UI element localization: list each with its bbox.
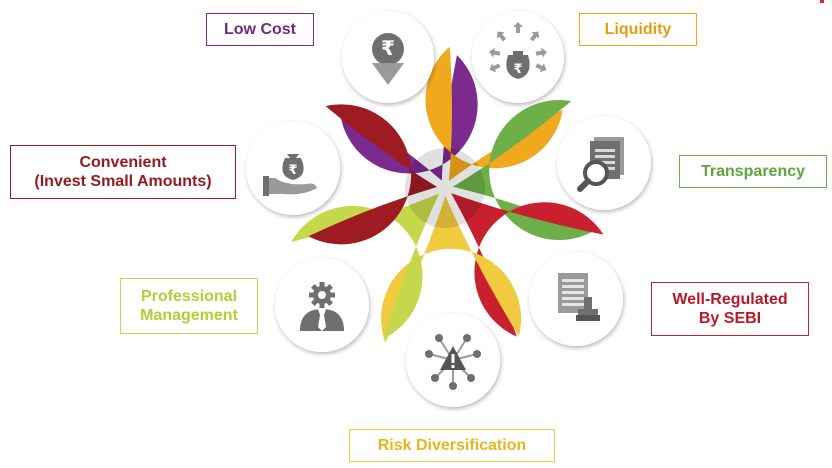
label-liquidity: Liquidity: [579, 13, 697, 46]
document-stamp-icon: [558, 273, 600, 321]
label-professional-management-line2: Management: [140, 307, 238, 324]
label-low-cost-text: Low Cost: [224, 21, 296, 38]
label-transparency-text: Transparency: [700, 163, 806, 180]
money-bag-arrows-icon: ₹: [489, 22, 547, 79]
label-well-regulated-line2: By SEBI: [698, 310, 762, 327]
svg-text:₹: ₹: [381, 36, 395, 60]
label-well-regulated-line1: Well-Regulated: [672, 291, 788, 308]
label-convenient: Convenient (Invest Small Amounts): [10, 145, 236, 199]
petal-convenient: [308, 104, 438, 245]
petal-group: ₹ ₹ ₹: [246, 11, 651, 407]
label-transparency: Transparency: [679, 155, 827, 188]
icon-badge-low-cost: ₹: [342, 11, 434, 103]
petal-liquidity: [425, 46, 563, 182]
icon-badge-professional-management: [275, 258, 369, 352]
document-magnifier-icon: [577, 137, 624, 192]
petal-well-regulated: [451, 193, 604, 337]
icon-badge-well-regulated: [529, 252, 623, 346]
label-risk-diversification: Risk Diversification: [349, 429, 555, 462]
svg-text:₹: ₹: [288, 163, 297, 178]
label-risk-diversification-text: Risk Diversification: [377, 437, 527, 454]
label-professional-management: Professional Management: [120, 278, 258, 334]
svg-text:₹: ₹: [513, 62, 522, 77]
icon-badge-convenient: ₹: [246, 121, 340, 215]
icon-badge-transparency: [557, 116, 651, 210]
label-liquidity-text: Liquidity: [604, 21, 672, 38]
corner-mark: [820, 0, 824, 3]
hand-money-bag-icon: ₹: [263, 154, 317, 196]
icon-badge-liquidity: ₹: [472, 11, 564, 103]
icon-badge-risk-diversification: [406, 313, 500, 407]
label-convenient-line2: (Invest Small Amounts): [34, 173, 212, 190]
label-professional-management-line1: Professional: [140, 288, 238, 305]
rupee-down-arrow-icon: ₹: [372, 33, 404, 85]
label-well-regulated: Well-Regulated By SEBI: [651, 282, 809, 336]
label-convenient-line1: Convenient: [79, 154, 167, 171]
gear-businessman-icon: [300, 282, 344, 331]
flower-center-shade: [405, 148, 485, 228]
label-low-cost: Low Cost: [206, 13, 314, 46]
petal-low-cost: [339, 55, 478, 181]
warning-network-icon: [425, 334, 481, 390]
